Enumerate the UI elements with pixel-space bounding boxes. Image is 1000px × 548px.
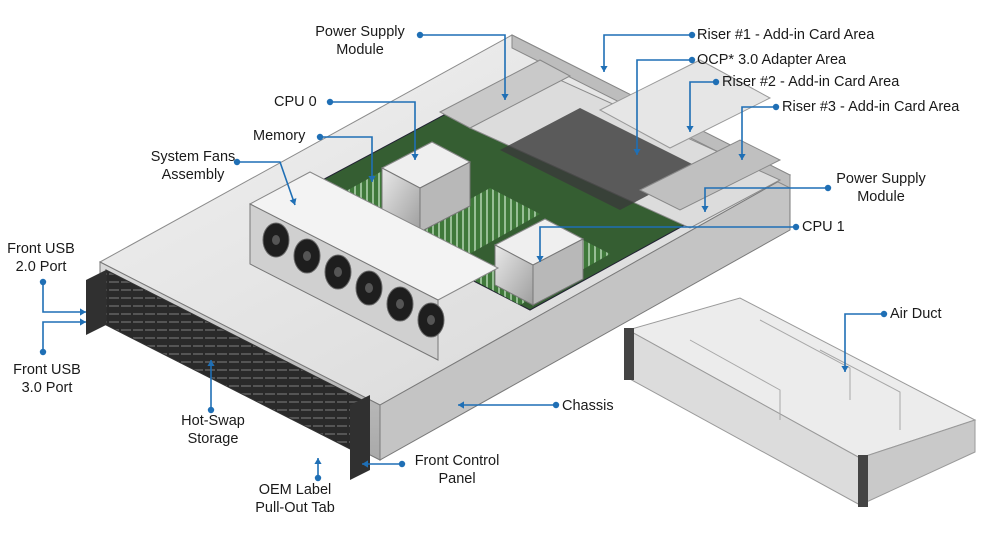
leader-power-supply-top-arrow [501, 94, 509, 100]
leader-lines [39, 31, 888, 482]
label-front-usb-2-line2: 2.0 Port [15, 259, 67, 275]
label-power-supply-right: Power Supply Module [826, 170, 936, 206]
leader-riser2-arrow [686, 126, 694, 132]
leader-power-supply-right-arrow [701, 206, 709, 212]
fan [417, 302, 445, 338]
leader-power-supply-top-dot [416, 31, 424, 39]
leader-ocp-dot [688, 56, 696, 64]
leader-air-duct-dot [880, 310, 888, 318]
label-front-usb-3: Front USB 3.0 Port [6, 361, 88, 397]
cpu1-heatsink [493, 218, 585, 306]
label-hot-swap-line2: Storage [187, 431, 239, 447]
label-power-supply-right-line1: Power Supply [836, 171, 926, 187]
leader-riser2 [689, 81, 716, 132]
label-hot-swap-line1: Hot-Swap [181, 413, 245, 429]
leader-chassis-arrow [458, 401, 464, 409]
label-hot-swap: Hot-Swap Storage [168, 412, 258, 448]
leader-ocp-arrow [633, 149, 641, 155]
leader-system-fans-arrow [289, 198, 297, 205]
leader-riser1 [603, 34, 692, 72]
label-oem-line1: OEM Label [258, 482, 332, 498]
leader-hot-swap-dot [207, 406, 215, 414]
label-ocp: OCP* 3.0 Adapter Area [697, 52, 847, 68]
leader-memory-arrow [368, 176, 376, 182]
leader-riser3-arrow [738, 154, 746, 160]
front-ear-right [350, 395, 370, 480]
label-riser2: Riser #2 - Add-in Card Area [722, 74, 900, 90]
riser-cage-bracket [598, 59, 772, 149]
leader-front-usb-3-dot [39, 348, 47, 356]
label-front-control-line2: Panel [438, 471, 476, 487]
leader-ocp [636, 59, 692, 155]
label-front-control: Front Control Panel [402, 452, 512, 488]
label-power-supply-top-line1: Power Supply [315, 24, 405, 40]
label-riser3: Riser #3 - Add-in Card Area [782, 99, 960, 115]
leader-system-fans-dot [233, 158, 241, 166]
label-chassis: Chassis [562, 398, 614, 414]
label-oem: OEM Label Pull-Out Tab [240, 481, 350, 517]
fan [355, 270, 383, 306]
leader-front-control-arrow [362, 460, 368, 468]
leader-chassis-dot [552, 401, 560, 409]
front-ear-left [86, 270, 106, 335]
leader-air-duct-arrow [841, 366, 849, 372]
label-front-usb-3-line1: Front USB [13, 362, 81, 378]
label-system-fans-line1: System Fans [150, 149, 236, 165]
leader-riser3 [741, 106, 776, 160]
leader-cpu0-dot [326, 98, 334, 106]
leader-power-supply-top [420, 34, 506, 100]
leader-oem-dot [314, 474, 322, 482]
chassis-right-side [379, 174, 791, 461]
label-front-usb-2-line1: Front USB [7, 241, 75, 257]
label-system-fans: System Fans Assembly [138, 148, 248, 184]
leader-cpu0-arrow [411, 154, 419, 160]
leader-system-fans [237, 161, 296, 206]
label-cpu0: CPU 0 [274, 94, 317, 110]
label-memory: Memory [253, 128, 306, 144]
label-front-usb-3-line2: 3.0 Port [21, 380, 73, 396]
leader-cpu1 [539, 226, 796, 262]
label-system-fans-line2: Assembly [161, 167, 225, 183]
label-power-supply-top-line2: Module [336, 42, 384, 58]
leader-memory [320, 136, 373, 182]
label-power-supply-top: Power Supply Module [305, 23, 415, 59]
leader-hot-swap-arrow [207, 360, 215, 366]
leader-oem-arrow [314, 458, 322, 464]
label-cpu1: CPU 1 [802, 219, 845, 235]
leader-cpu1-arrow [536, 256, 544, 262]
leader-front-usb-3 [42, 321, 86, 352]
leader-cpu1-dot [792, 223, 800, 231]
air-duct [624, 297, 977, 507]
leader-riser1-arrow [600, 66, 608, 72]
fan [386, 286, 414, 322]
label-air-duct: Air Duct [890, 306, 942, 322]
leader-air-duct [844, 313, 884, 372]
leader-power-supply-right-dot [824, 184, 832, 192]
leader-power-supply-right [704, 187, 828, 212]
leader-riser3-dot [772, 103, 780, 111]
label-power-supply-right-line2: Module [857, 189, 905, 205]
fan [262, 222, 290, 258]
label-front-control-line1: Front Control [414, 453, 500, 469]
label-front-usb-2: Front USB 2.0 Port [0, 240, 82, 276]
leader-front-usb-2-dot [39, 278, 47, 286]
fan-group [262, 222, 445, 338]
leader-front-usb-3-arrow [80, 318, 86, 326]
leader-riser1-dot [688, 31, 696, 39]
leader-front-control-dot [398, 460, 406, 468]
fan [324, 254, 352, 290]
power-supply-right [638, 139, 782, 211]
leader-memory-dot [316, 133, 324, 141]
leader-front-usb-2 [42, 282, 86, 313]
leader-cpu0 [330, 101, 416, 160]
leader-front-usb-2-arrow [80, 308, 86, 316]
fan [293, 238, 321, 274]
label-oem-line2: Pull-Out Tab [255, 500, 335, 516]
leader-riser2-dot [712, 78, 720, 86]
label-riser1: Riser #1 - Add-in Card Area [697, 27, 875, 43]
